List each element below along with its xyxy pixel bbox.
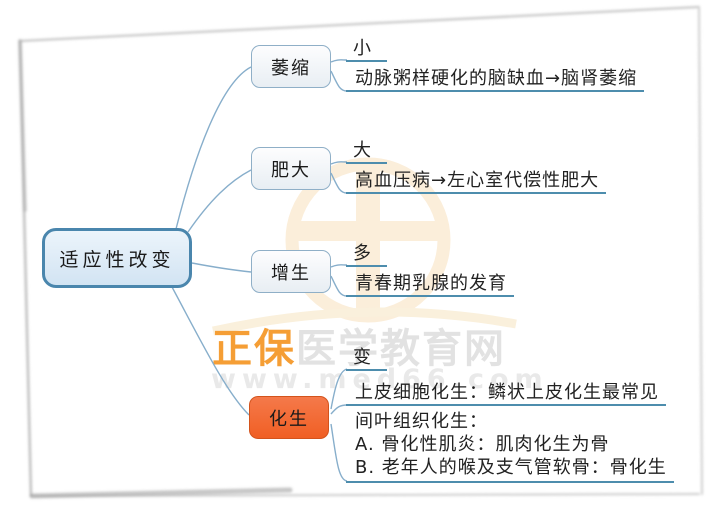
- mindmap-node-hypertrophy[interactable]: 肥大: [251, 147, 331, 190]
- mindmap-leaf-hyperplasia-example[interactable]: 青春期乳腺的发育: [346, 273, 514, 297]
- mindmap-leaf-hypertrophy-keyword[interactable]: 大: [346, 140, 387, 164]
- mindmap-leaf-hypertrophy-example[interactable]: 高血压病→左心室代偿性肥大: [346, 170, 607, 194]
- watermark-brand-rest: 医学教育网: [296, 326, 506, 372]
- mindmap-leaf-metaplasia-keyword[interactable]: 变: [346, 347, 387, 371]
- mesenchymal-line-3: B. 老年人的喉及支气管软骨：骨化生: [355, 457, 667, 478]
- mindmap-node-metaplasia[interactable]: 化生: [249, 396, 329, 439]
- mindmap-leaf-metaplasia-mesenchymal[interactable]: 间叶组织化生： A. 骨化性肌炎：肌肉化生为骨 B. 老年人的喉及支气管软骨：骨…: [346, 410, 674, 483]
- mindmap-leaf-atrophy-example[interactable]: 动脉粥样硬化的脑缺血→脑肾萎缩: [346, 68, 645, 92]
- mindmap-leaf-atrophy-keyword[interactable]: 小: [346, 38, 387, 62]
- mindmap-node-hyperplasia[interactable]: 增生: [251, 250, 331, 293]
- mesenchymal-line-2: A. 骨化性肌炎：肌肉化生为骨: [355, 434, 610, 455]
- mindmap-leaf-metaplasia-epithelial[interactable]: 上皮细胞化生：鳞状上皮化生最常见: [346, 382, 666, 406]
- mesenchymal-line-1: 间叶组织化生：: [355, 411, 488, 432]
- mindmap-node-atrophy[interactable]: 萎缩: [251, 45, 331, 88]
- mindmap-leaf-hyperplasia-keyword[interactable]: 多: [346, 243, 387, 267]
- mindmap-root-node[interactable]: 适应性改变: [42, 228, 192, 288]
